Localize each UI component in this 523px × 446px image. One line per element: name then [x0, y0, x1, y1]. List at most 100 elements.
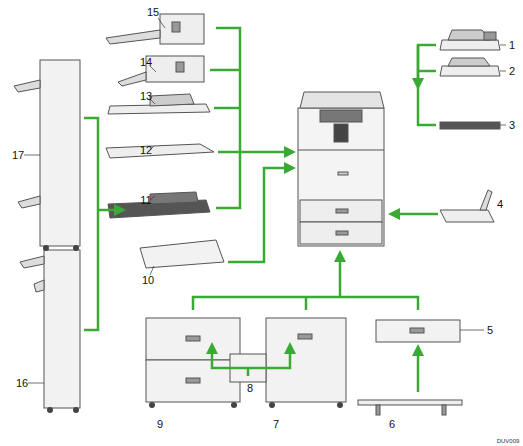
wheel [337, 402, 343, 408]
arrow-head [284, 162, 296, 174]
wheel [149, 402, 155, 408]
caster-table [358, 400, 462, 405]
arrow-line [417, 45, 420, 80]
bracket-finisher [84, 118, 98, 330]
callout-number: 6 [389, 418, 395, 430]
main-line [298, 150, 384, 151]
finisher-16-tray [20, 256, 44, 268]
bracket-stub [247, 368, 250, 376]
left-options [106, 14, 224, 268]
option-13-top [150, 94, 194, 106]
bracket-stub [418, 70, 436, 73]
callout-number: 9 [157, 418, 163, 430]
platen-cover [440, 122, 500, 129]
tray-handle [298, 334, 312, 339]
option-4-base [440, 210, 494, 222]
leader-line [158, 18, 165, 28]
wheel [269, 402, 275, 408]
finisher-17 [40, 60, 80, 246]
arrow-head [284, 146, 296, 158]
main-unit [298, 92, 384, 246]
arrow-head [114, 204, 126, 216]
finisher-17-tray [18, 196, 40, 208]
option-14-part [176, 62, 184, 72]
callout-number: 12 [140, 144, 152, 156]
right-options [440, 30, 500, 222]
unit-9-tray [146, 360, 240, 402]
paper-units [146, 318, 462, 415]
main-handle [338, 172, 348, 175]
arrow-head [412, 344, 424, 356]
option-10 [140, 240, 224, 268]
arrow-line [396, 213, 438, 216]
main-adf [300, 92, 384, 108]
caster [376, 405, 380, 415]
arrow-head [284, 342, 296, 354]
wheel [73, 245, 79, 251]
callout-number: 5 [487, 324, 493, 336]
finisher-17-tray [14, 80, 40, 92]
leader-line [500, 71, 506, 72]
arrow-head [388, 208, 400, 220]
option-12 [106, 144, 214, 158]
callout-number: 15 [147, 6, 159, 18]
main-screen [334, 124, 348, 142]
arrow-line [339, 258, 342, 297]
callout-number: 7 [273, 418, 279, 430]
leader-line [28, 383, 44, 384]
option-15-tray [106, 30, 160, 44]
adf-1-unit [484, 32, 496, 40]
callout-number: 8 [247, 382, 253, 394]
arrow-head [334, 250, 346, 262]
arrow-line [417, 352, 420, 392]
arrow-line [228, 168, 288, 262]
adf-2-tray [448, 58, 490, 66]
leader-line [500, 125, 506, 126]
bracket-right [418, 45, 436, 125]
arrow-head [206, 342, 218, 354]
option-14-box [146, 56, 204, 82]
caster [442, 405, 446, 415]
callout-number: 14 [140, 56, 152, 68]
option-15-part [172, 22, 180, 32]
leader-line [500, 45, 506, 46]
leader-lines [24, 18, 506, 383]
arrow-heads [114, 78, 424, 356]
option-11-top [150, 192, 198, 204]
bracket-8 [212, 350, 290, 368]
bracket-stub [218, 151, 240, 154]
bracket-stub [214, 107, 240, 110]
figure-code: DUV009 [497, 438, 520, 445]
leader-line [460, 330, 484, 331]
main-tray [300, 200, 382, 222]
callout-number: 1 [509, 39, 515, 51]
adf-1 [440, 40, 500, 50]
finisher-16-tray [34, 280, 44, 292]
finisher-16 [44, 250, 80, 408]
bracket-stub [305, 297, 308, 310]
arrow-head [412, 78, 424, 90]
adf-2 [440, 66, 500, 76]
finishers [14, 60, 80, 408]
main-body [298, 108, 384, 246]
tray-handle [186, 378, 200, 383]
tray-handle [336, 231, 348, 235]
unit-7 [266, 318, 346, 402]
green-arrows [84, 28, 438, 392]
wheel [47, 407, 53, 413]
option-15-box [160, 14, 204, 44]
main-panel [320, 110, 362, 122]
arrow-line [240, 151, 288, 154]
callout-number: 2 [509, 65, 515, 77]
option-14-tray [118, 72, 146, 86]
wheel [231, 402, 237, 408]
wheel [43, 245, 49, 251]
bracket-left [216, 28, 240, 208]
callout-number: 16 [16, 377, 28, 389]
tray-handle [410, 328, 424, 333]
wheel [73, 407, 79, 413]
callout-number: 13 [140, 90, 152, 102]
leader-line [24, 155, 40, 156]
